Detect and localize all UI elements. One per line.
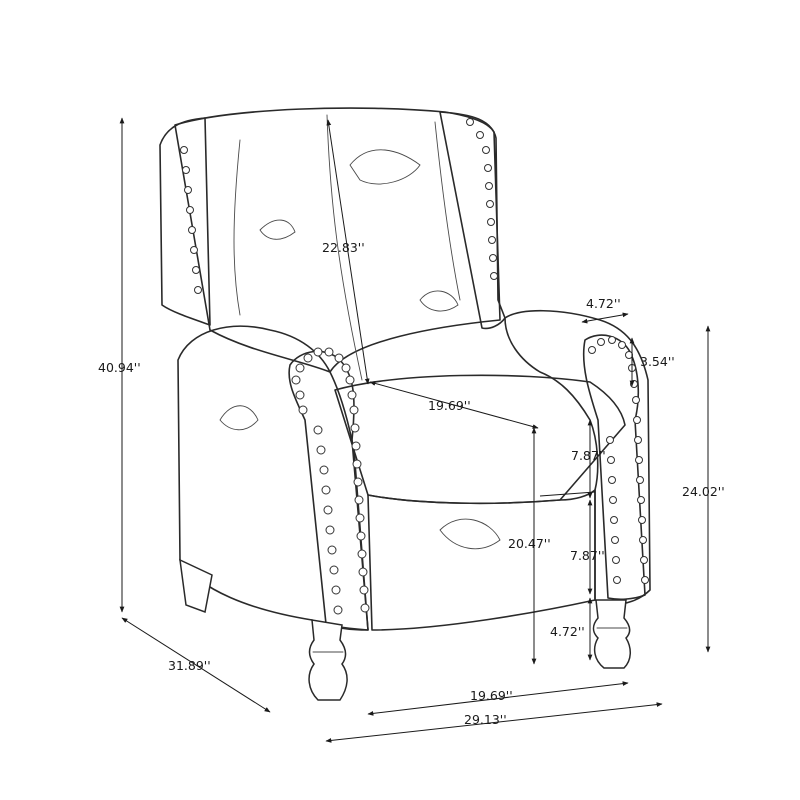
dimline-arm-width [581,312,629,324]
label-back-height: 22.83'' [322,240,365,255]
dimline-depth [121,617,271,713]
label-cushion-thickness: 7.87'' [571,448,606,463]
label-depth: 31.89'' [168,658,211,673]
label-lower-height: 7.87'' [570,548,605,563]
chair-illustration [159,107,651,701]
dimline-back-height [326,119,370,385]
label-seat-width: 19.69'' [428,398,471,413]
dimline-seat-width [369,381,539,429]
label-inner-width: 19.69'' [470,688,513,703]
nailhead-trim-left-arm [291,347,370,615]
label-leg-height: 4.72'' [550,624,585,639]
dimline-seat-front [539,491,596,497]
dimline-total-width [325,702,663,743]
label-arm-total-height: 24.02'' [682,484,725,499]
label-total-width: 29.13'' [464,712,507,727]
dimension-annotations: 40.94'' 22.83'' 4.72'' 3.54'' 19.69'' 7.… [98,117,725,743]
label-arm-width: 4.72'' [586,296,621,311]
label-total-height: 40.94'' [98,360,141,375]
nailhead-trim-wing [180,118,498,294]
label-seat-height: 20.47'' [508,536,551,551]
label-arm-height: 3.54'' [640,354,675,369]
chair-legs [179,558,631,701]
